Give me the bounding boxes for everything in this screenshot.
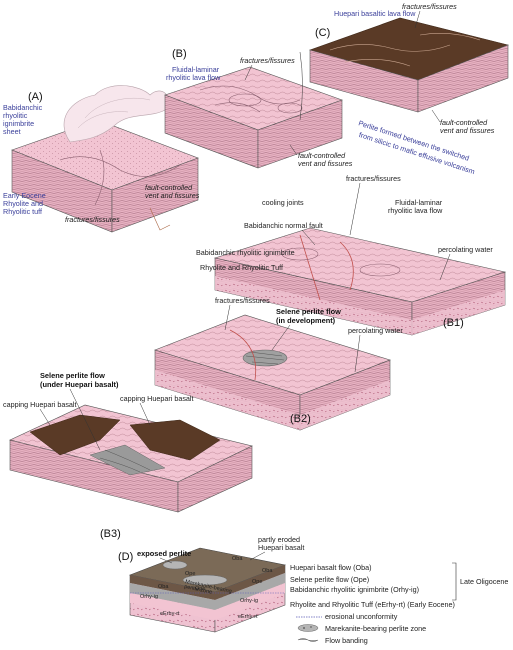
eroded-basalt-label: partly eroded Huepari basalt <box>258 535 304 552</box>
panel-d: Oba Oba Ope Ope Orhy-ig Orhy-ig eErhy-rt… <box>118 535 508 645</box>
age-label: Late Oligocene <box>460 577 508 586</box>
code-ope-3: Ope <box>195 586 205 592</box>
panel-label-b2: (B2) <box>290 413 311 425</box>
panel-c: (C) Huepari basaltic lava flow fractures… <box>299 2 509 176</box>
cooling-label: cooling joints <box>262 198 304 207</box>
code-eerhy-2: eErhy-rt <box>238 614 258 620</box>
legend: Huepari basalt flow (Oba) Selene perlite… <box>290 562 508 645</box>
code-ope-2: Ope <box>185 571 195 577</box>
fractures-label-b2: fractures/fissures <box>215 296 270 305</box>
key-perlite-zone: Marekanite-bearing perlite zone <box>325 624 426 633</box>
panel-b3: Selene perlite flow (under Huepari basal… <box>3 371 253 540</box>
panel-label-c: (C) <box>315 27 330 39</box>
code-oba-3: Oba <box>158 584 169 590</box>
panel-label-b1: (B1) <box>443 317 464 329</box>
legend-orhy: Babidanchic rhyolitic ignimbrite (Orhy-i… <box>290 585 419 594</box>
basalt-label-c: Huepari basaltic lava flow <box>334 9 416 18</box>
panel-label-b: (B) <box>172 48 187 60</box>
perlite-zone-swatch <box>297 624 319 632</box>
code-oba-1: Oba <box>232 556 243 562</box>
flow-banding-swatch <box>297 638 319 642</box>
code-oba-2: Oba <box>262 568 273 574</box>
ignimbrite-label-b1: Babidanchic rhyolitic ignimbrite <box>196 248 295 257</box>
fractures-label-b: fractures/fissures <box>240 56 295 65</box>
panel-b: (B) Fluidal-laminar rhyolitic lava flow … <box>164 48 353 169</box>
code-ope-1: Ope <box>252 579 262 585</box>
vent-label-b: fault-controlled vent and fissures <box>298 151 353 168</box>
legend-ope: Selene perlite flow (Ope) <box>290 575 369 584</box>
fault-label: Babidanchic normal fault <box>244 221 323 230</box>
panel-label-b3: (B3) <box>100 528 121 540</box>
lava-label-b1: Fluidal-laminar rhyolitic lava flow <box>388 198 444 215</box>
eocene-label: Early Eocene Rhyolite and Rhyolitic tuff <box>3 191 48 216</box>
selene-label-b2: Selene perlite flow (in development) <box>276 307 343 325</box>
panel-b1: cooling joints fractures/fissures Fluida… <box>196 174 507 336</box>
legend-eerhy: Rhyolite and Rhyolitic Tuff (eErhy-rt) (… <box>290 600 455 609</box>
code-eerhy-1: eErhy-rt <box>160 611 180 617</box>
vent-label-a: fault-controlled vent and fissures <box>145 183 200 200</box>
capping-label-1: capping Huepari basalt <box>3 400 77 409</box>
capping-label-2: capping Huepari basalt <box>120 394 194 403</box>
fractures-label-b1: fractures/fissures <box>346 174 401 183</box>
code-orhy-2: Orhy-ig <box>240 598 258 604</box>
lava-label-b: Fluidal-laminar rhyolitic lava flow <box>166 65 221 82</box>
ignimbrite-label: Babidanchic rhyolitic ignimbrite sheet <box>3 103 44 136</box>
legend-oba: Huepari basalt flow (Oba) <box>290 563 372 572</box>
panel-label-d: (D) <box>118 551 133 563</box>
panel-b2: fractures/fissures Selene perlite flow (… <box>154 296 403 431</box>
fractures-label-a: fractures/fissures <box>65 215 120 224</box>
vent-label-c: fault-controlled vent and fissures <box>440 118 495 135</box>
selene-label-b3: Selene perlite flow (under Huepari basal… <box>40 371 119 389</box>
key-flow-banding: Flow banding <box>325 636 368 645</box>
panel-label-a: (A) <box>28 91 43 103</box>
code-orhy-1: Orhy-ig <box>140 594 158 600</box>
water-label-b2: percolating water <box>348 326 403 335</box>
panel-a: (A) Babidanchic rhyolitic ignimbrite she… <box>3 85 200 233</box>
key-unconformity: erosional unconformity <box>325 612 398 621</box>
exposed-perlite-label: exposed perlite <box>137 549 191 558</box>
tuff-label-b1: Rhyolite and Rhyolitic Tuff <box>200 263 283 272</box>
fractures-label-c: fractures/fissures <box>402 2 457 11</box>
water-label-b1: percolating water <box>438 245 493 254</box>
